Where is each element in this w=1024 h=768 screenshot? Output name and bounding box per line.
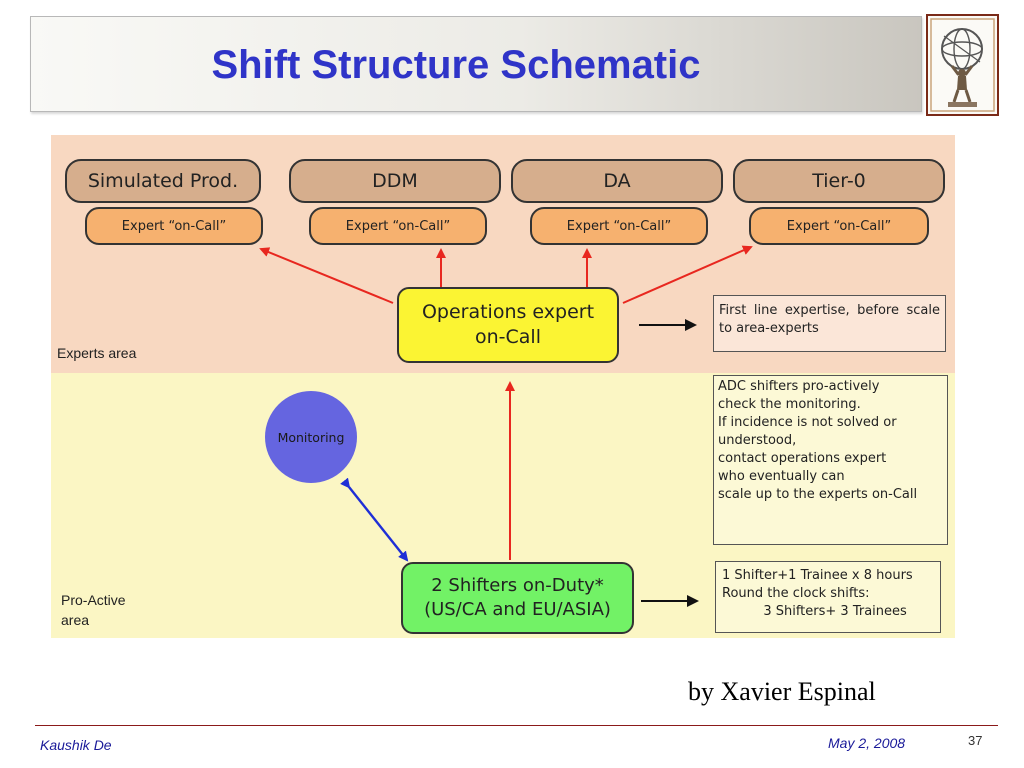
monitoring-link-arrow [340,477,409,562]
shift-structure-diagram: Experts area Pro-Active area Simulated P… [51,135,955,638]
shifters-box-line2: (US/CA and EU/ASIA) [424,599,611,620]
shifters-box-line1: 2 Shifters on-Duty* [431,575,604,596]
note-shift-schedule: 1 Shifter+1 Trainee x 8 hours Round the … [715,561,941,633]
proactive-area-label: Pro-Active area [61,592,126,628]
page-number: 37 [968,733,983,748]
escalation-arrow-simulated-prod [259,247,394,304]
shifters-on-duty-box: 2 Shifters on-Duty* (US/CA and EU/ASIA) [401,562,634,634]
expert-oncall-box-simulated-prod: Expert “on-Call” [85,207,263,245]
note-first-line-expertise: First line expertise, before scale to ar… [713,295,946,352]
footer-author: Kaushik De [40,737,112,753]
credit-text: by Xavier Espinal [688,677,876,706]
operations-box-line2: on-Call [475,326,541,348]
slide-title: Shift Structure Schematic [211,43,701,87]
note-adc-shifters: ADC shifters pro-actively check the moni… [713,375,948,545]
operations-expert-box: Operations expert on-Call [397,287,619,363]
expert-oncall-box-da: Expert “on-Call” [530,207,708,245]
footer-date: May 2, 2008 [828,735,906,751]
atlas-figure-icon [930,18,995,112]
operations-box-line1: Operations expert [421,301,595,323]
arrows-layer [259,245,753,607]
category-box-da: DA [511,159,723,203]
escalation-arrow-tier0 [622,245,753,304]
title-banner: Shift Structure Schematic [30,16,922,112]
category-box-tier0: Tier-0 [733,159,945,203]
atlas-logo [926,14,999,116]
category-box-simulated-prod: Simulated Prod. [65,159,261,203]
expert-oncall-box-tier0: Expert “on-Call” [749,207,929,245]
footer-divider [35,725,998,726]
category-box-ddm: DDM [289,159,501,203]
expert-oncall-box-ddm: Expert “on-Call” [309,207,487,245]
monitoring-node: Monitoring [265,391,357,483]
experts-area-label: Experts area [57,345,137,361]
